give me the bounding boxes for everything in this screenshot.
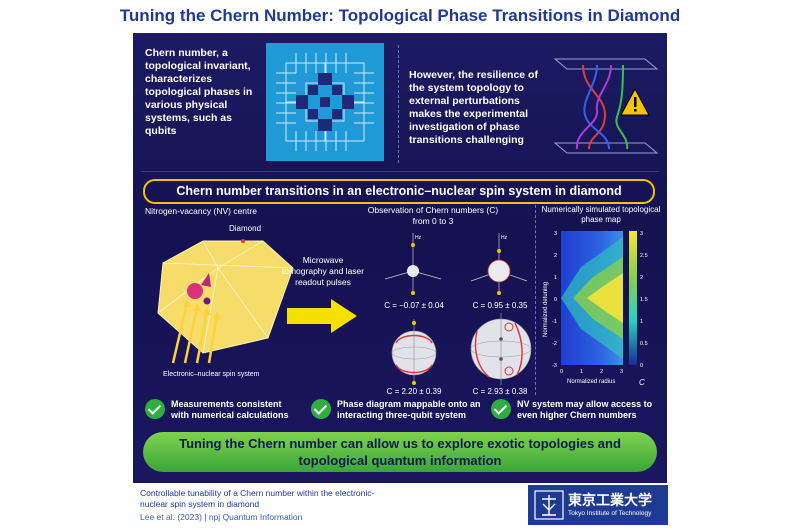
y-tick-0: 3 xyxy=(554,231,557,237)
cb-tick-6: 0 xyxy=(640,363,643,369)
observation-label: Observation of Chern numbers (C) from 0 … xyxy=(367,205,499,226)
cb-tick-5: 0.5 xyxy=(640,341,648,347)
finding-2: Phase diagram mappable onto an interacti… xyxy=(337,399,481,420)
logo-english-name: Tokyo Institute of Technology xyxy=(568,510,652,517)
x-axis-label: Normalized radius xyxy=(567,379,615,385)
finding-1: Measurements consistent with numerical c… xyxy=(171,399,289,420)
cb-tick-1: 2.5 xyxy=(640,253,648,259)
logo-japanese-name: 東京工業大学 xyxy=(568,492,652,508)
tokyo-tech-logo: 東京工業大学 Tokyo Institute of Technology xyxy=(528,485,668,525)
svg-text:Hz: Hz xyxy=(415,235,422,241)
finding-3: NV system may allow access to even highe… xyxy=(517,399,653,420)
infographic-panel: Chern number, a topological invariant, c… xyxy=(133,33,667,483)
spin-arrow-icon xyxy=(187,273,211,305)
cb-tick-2: 2 xyxy=(640,275,643,281)
bloch-sphere-small-2: Hz xyxy=(470,233,528,295)
phase-map-divider xyxy=(535,205,536,395)
bloch-sphere-large-1 xyxy=(391,319,437,385)
y-tick-6: -3 xyxy=(552,363,557,369)
resilience-text: However, the resilience of the system to… xyxy=(409,69,538,146)
cb-tick-4: 1 xyxy=(640,319,643,325)
diamond-illustration xyxy=(157,239,294,364)
x-tick-1: 1 xyxy=(580,369,583,375)
svg-text:Hz: Hz xyxy=(501,235,508,241)
checkmark-icon xyxy=(145,399,165,419)
braid-layers-illustration xyxy=(553,58,659,154)
sphere-3-chern-value: C = 2.20 ± 0.39 xyxy=(386,387,442,396)
section-separator xyxy=(141,171,659,172)
phase-map-title: Numerically simulated topological phase … xyxy=(541,205,661,224)
checkmark-icon xyxy=(311,399,331,419)
x-tick-2: 2 xyxy=(600,369,603,375)
tokyo-tech-emblem-icon xyxy=(534,490,564,520)
y-tick-1: 2 xyxy=(554,253,557,259)
cb-tick-0: 3 xyxy=(640,231,643,237)
conclusion-banner: Tuning the Chern number can allow us to … xyxy=(143,432,657,472)
x-tick-0: 0 xyxy=(560,369,563,375)
spin-system-label: Electronic–nuclear spin system xyxy=(163,371,260,378)
y-tick-4: -1 xyxy=(552,319,557,325)
bloch-sphere-small-1: Hz xyxy=(384,233,442,295)
bloch-sphere-large-2 xyxy=(470,313,532,385)
warning-icon xyxy=(620,87,650,116)
y-tick-5: -2 xyxy=(552,341,557,347)
y-tick-2: 1 xyxy=(554,275,557,281)
cb-tick-3: 1.5 xyxy=(640,297,648,303)
infographic-title: Tuning the Chern Number: Topological Pha… xyxy=(119,6,681,25)
checkmark-icon xyxy=(491,399,511,419)
top-divider xyxy=(398,45,399,163)
qubit-chip-illustration xyxy=(266,43,384,161)
citation-title: Controllable tunability of a Chern numbe… xyxy=(140,488,375,509)
colorbar-label: C xyxy=(639,378,645,387)
citation-authors: Lee et al. (2023) | npj Quantum Informat… xyxy=(140,512,303,522)
qubit-chip-icon xyxy=(276,53,374,151)
citation: Controllable tunability of a Chern numbe… xyxy=(140,488,390,523)
diamond-label: Diamond xyxy=(229,224,262,233)
arrow-right-icon xyxy=(287,299,357,333)
microwave-pulses-label: Microwave tomography and laser readout p… xyxy=(281,255,365,287)
nv-centre-label: Nitrogen-vacancy (NV) centre xyxy=(145,206,257,216)
findings-row: Measurements consistent with numerical c… xyxy=(141,399,661,429)
x-tick-3: 3 xyxy=(620,369,623,375)
section-subtitle: Chern number transitions in an electroni… xyxy=(143,179,655,204)
chern-definition-text: Chern number, a topological invariant, c… xyxy=(145,47,253,137)
y-axis-label: Normalized detuning xyxy=(543,282,549,337)
sphere-1-chern-value: C = −0.07 ± 0.04 xyxy=(384,301,444,310)
sphere-4-chern-value: C = 2.93 ± 0.38 xyxy=(472,387,528,396)
sphere-2-chern-value: C = 0.95 ± 0.35 xyxy=(472,301,528,310)
phase-map-chart: 3 2 1 0 -1 -2 -3 0 1 2 3 3 2.5 2 1.5 1 0… xyxy=(543,231,648,387)
y-tick-3: 0 xyxy=(554,297,557,303)
